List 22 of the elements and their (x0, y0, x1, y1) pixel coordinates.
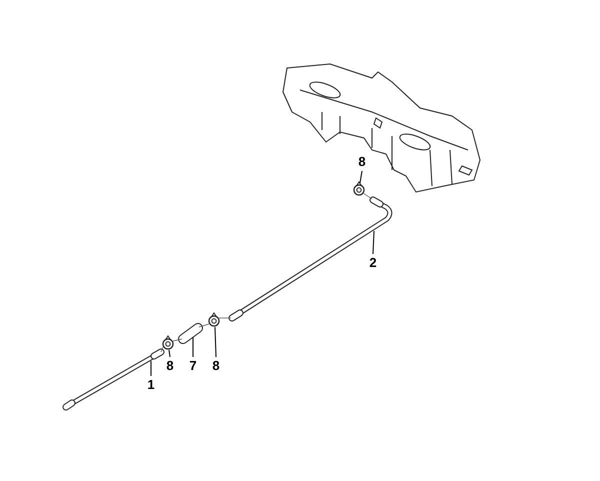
callout-number: 8 (164, 358, 176, 374)
hose-clamp-drawing (208, 312, 220, 327)
hose-clamp-drawing (162, 335, 174, 350)
hose-sleeve-drawing (178, 323, 203, 344)
leader-line (192, 336, 194, 358)
leader-line (214, 326, 216, 358)
leader-line (360, 170, 362, 184)
callout-number: 8 (356, 154, 368, 170)
leader-line (372, 230, 374, 254)
callout-number: 7 (187, 358, 199, 374)
hose-clamp-drawing (353, 181, 365, 196)
callout-number: 8 (210, 358, 222, 374)
assembly-line (362, 192, 372, 200)
callout-number: 1 (145, 377, 157, 393)
assembly-line (172, 338, 182, 342)
pipe-drawing (62, 348, 164, 410)
leader-line (168, 350, 170, 358)
leader-line (150, 360, 152, 376)
callout-number: 2 (367, 255, 379, 271)
assembly-line (198, 324, 210, 328)
assembly-line (160, 346, 164, 352)
pipe-drawing (228, 196, 392, 322)
